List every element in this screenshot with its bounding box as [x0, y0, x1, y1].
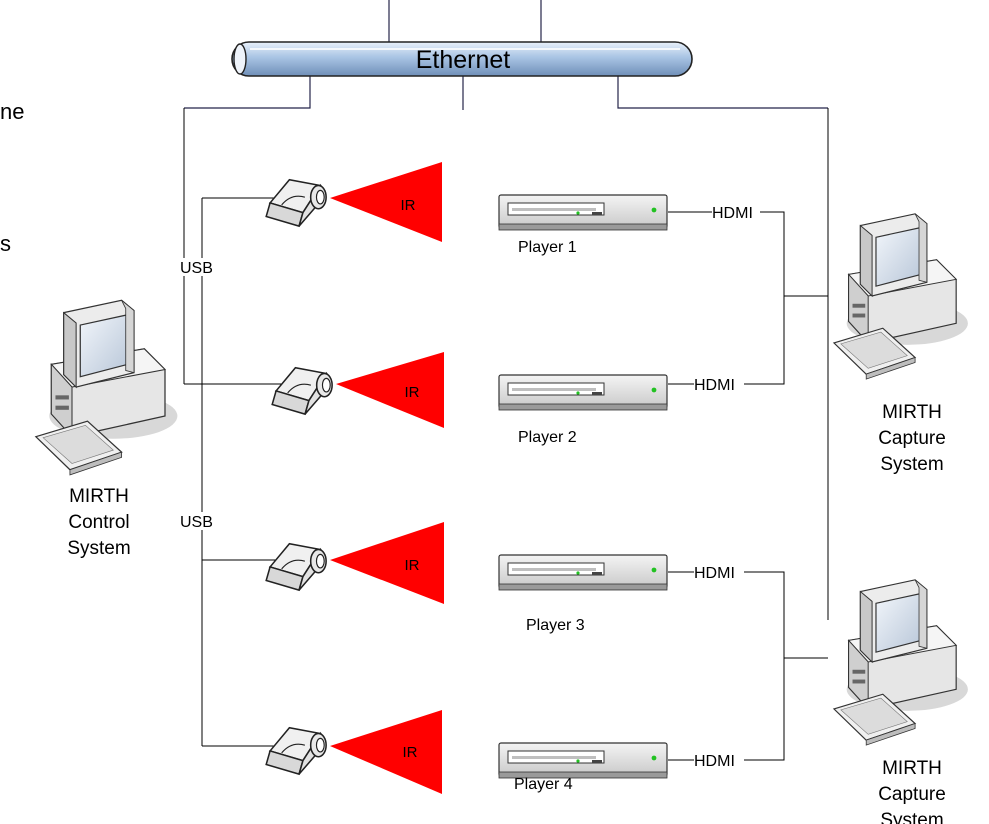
player-label: Player 2 — [518, 429, 577, 446]
ir-beam — [336, 352, 444, 428]
svg-text:MIRTH: MIRTH — [882, 402, 942, 423]
ir-emitter-icon — [265, 542, 327, 591]
capture-computer-icon — [833, 579, 969, 746]
control-system-label: MIRTH Control System — [67, 486, 130, 559]
ir-emitter-icon — [265, 726, 327, 775]
capture-computer-icon — [833, 213, 969, 380]
ir-label: IR — [405, 557, 420, 574]
svg-text:Control: Control — [68, 512, 129, 533]
svg-text:System: System — [880, 454, 943, 475]
cutoff-text-fragment: s — [0, 231, 11, 256]
svg-text:System: System — [880, 810, 943, 824]
svg-text:Capture: Capture — [878, 784, 946, 805]
ir-emitter-icon — [265, 178, 327, 227]
player-device-icon — [498, 374, 668, 411]
control-computer-icon — [35, 299, 179, 476]
player-label: Player 4 — [514, 776, 573, 793]
svg-text:Capture: Capture — [878, 428, 946, 449]
ethernet-connections — [184, 0, 828, 110]
ir-label: IR — [403, 744, 418, 761]
ethernet-pipe: Ethernet — [231, 41, 693, 77]
ir-beam — [330, 522, 444, 604]
hdmi-label: HDMI — [712, 205, 753, 222]
usb-label: USB — [180, 260, 213, 277]
usb-label: USB — [180, 514, 213, 531]
svg-text:MIRTH: MIRTH — [882, 758, 942, 779]
ir-label: IR — [401, 197, 416, 214]
cutoff-text-fragment: ne — [0, 99, 24, 124]
capture-system-label: MIRTH Capture System — [878, 402, 946, 475]
hdmi-label: HDMI — [694, 753, 735, 770]
svg-text:MIRTH: MIRTH — [69, 486, 129, 507]
player-device-icon — [498, 194, 668, 231]
hdmi-label: HDMI — [694, 565, 735, 582]
ir-label: IR — [405, 384, 420, 401]
svg-text:System: System — [67, 538, 130, 559]
ethernet-label: Ethernet — [416, 46, 511, 74]
player-device-icon — [498, 554, 668, 591]
capture-system-label: MIRTH Capture System — [878, 758, 946, 824]
wiring — [183, 108, 829, 761]
player-device-icon — [498, 742, 668, 779]
hdmi-label: HDMI — [694, 377, 735, 394]
player-label: Player 3 — [526, 617, 585, 634]
ir-emitter-icon — [271, 366, 333, 415]
player-label: Player 1 — [518, 239, 577, 256]
ir-beam — [330, 162, 442, 242]
ir-beam — [330, 710, 442, 794]
